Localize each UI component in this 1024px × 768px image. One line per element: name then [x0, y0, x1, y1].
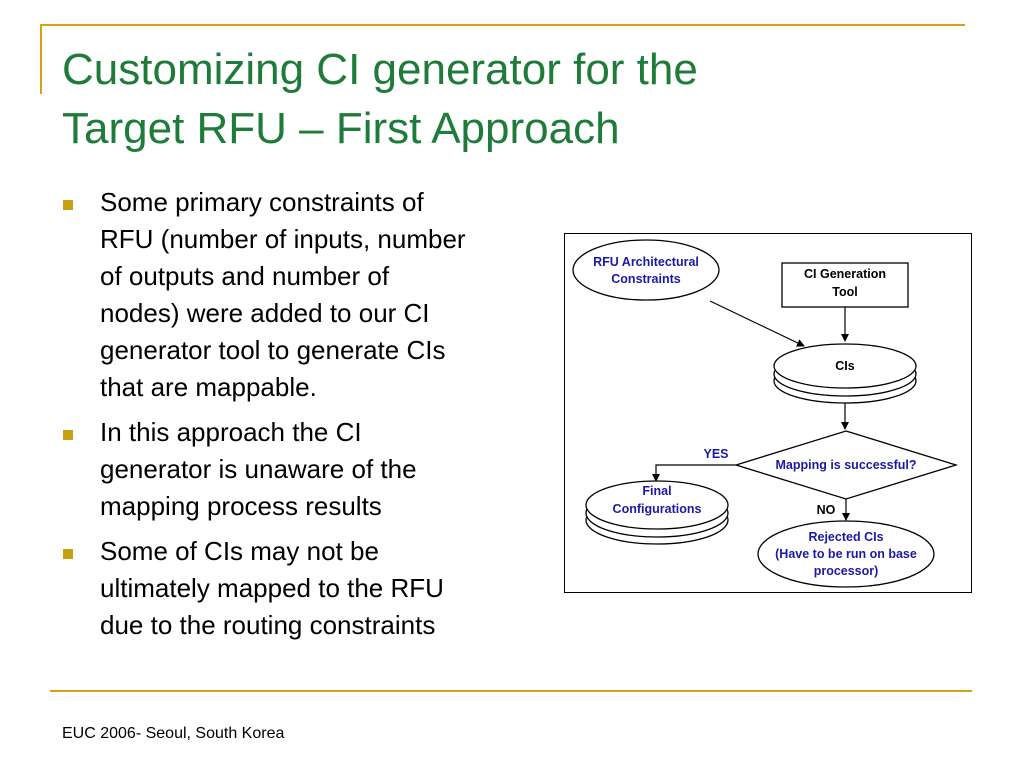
- bullet-line: generator tool to generate CIs: [100, 335, 446, 365]
- ci-generation-tool-node: [781, 262, 909, 308]
- bullet-item: In this approach the CI generator is una…: [60, 414, 540, 525]
- bullet-line: nodes) were added to our CI: [100, 298, 430, 328]
- top-accent-line: [40, 24, 965, 26]
- final-configurations-line: Final: [642, 484, 671, 498]
- constraints-to-cis-arrow: [709, 300, 805, 347]
- bullet-line: ultimately mapped to the RFU: [100, 573, 444, 603]
- yes-label: YES: [703, 447, 728, 461]
- bullet-text: Some primary constraints of RFU (number …: [100, 184, 540, 406]
- square-bullet-icon: [63, 200, 73, 210]
- ci-generation-tool-line: Tool: [832, 285, 857, 299]
- rejected-cis-line: (Have to be run on base: [775, 547, 917, 561]
- rfu-constraints-line: RFU Architectural: [593, 255, 699, 269]
- title-line: Target RFU – First Approach: [62, 104, 620, 153]
- rejected-cis-node: [757, 520, 935, 588]
- bullet-line: of outputs and number of: [100, 261, 390, 291]
- title-line: Customizing CI generator for the: [62, 45, 698, 94]
- bullet-line: due to the routing constraints: [100, 610, 436, 640]
- flow-diagram-svg: RFU Architectural Constraints CI Generat…: [564, 233, 972, 593]
- bullet-line: In this approach the CI: [100, 417, 362, 447]
- square-bullet-icon: [63, 430, 73, 440]
- bullet-text: Some of CIs may not be ultimately mapped…: [100, 533, 540, 644]
- footer-text: EUC 2006- Seoul, South Korea: [62, 725, 285, 742]
- bullet-item: Some of CIs may not be ultimately mapped…: [60, 533, 540, 644]
- final-configurations-line: Configurations: [613, 502, 702, 516]
- rfu-constraints-node: [572, 239, 720, 301]
- rfu-constraints-line: Constraints: [611, 272, 681, 286]
- flow-diagram: RFU Architectural Constraints CI Generat…: [564, 233, 972, 593]
- bullet-line: mapping process results: [100, 491, 382, 521]
- bullet-list: Some primary constraints of RFU (number …: [60, 184, 540, 652]
- final-configurations-node: [585, 480, 729, 530]
- decision-label: Mapping is successful?: [775, 458, 916, 472]
- left-accent-line: [40, 24, 42, 94]
- bullet-line: that are mappable.: [100, 372, 317, 402]
- bullet-line: RFU (number of inputs, number: [100, 224, 466, 254]
- bullet-line: Some primary constraints of: [100, 187, 424, 217]
- bottom-accent-line: [50, 690, 972, 692]
- rejected-cis-line: processor): [814, 564, 879, 578]
- cis-label: CIs: [835, 359, 855, 373]
- ci-generation-tool-line: CI Generation: [804, 267, 886, 281]
- bullet-line: Some of CIs may not be: [100, 536, 379, 566]
- square-bullet-icon: [63, 549, 73, 559]
- bullet-line: generator is unaware of the: [100, 454, 417, 484]
- cis-node: [773, 343, 917, 389]
- bullet-item: Some primary constraints of RFU (number …: [60, 184, 540, 406]
- no-label: NO: [817, 503, 836, 517]
- yes-arrow: [652, 464, 736, 482]
- bullet-text: In this approach the CI generator is una…: [100, 414, 540, 525]
- rejected-cis-line: Rejected CIs: [808, 530, 883, 544]
- slide-title: Customizing CI generator for the Target …: [62, 40, 962, 158]
